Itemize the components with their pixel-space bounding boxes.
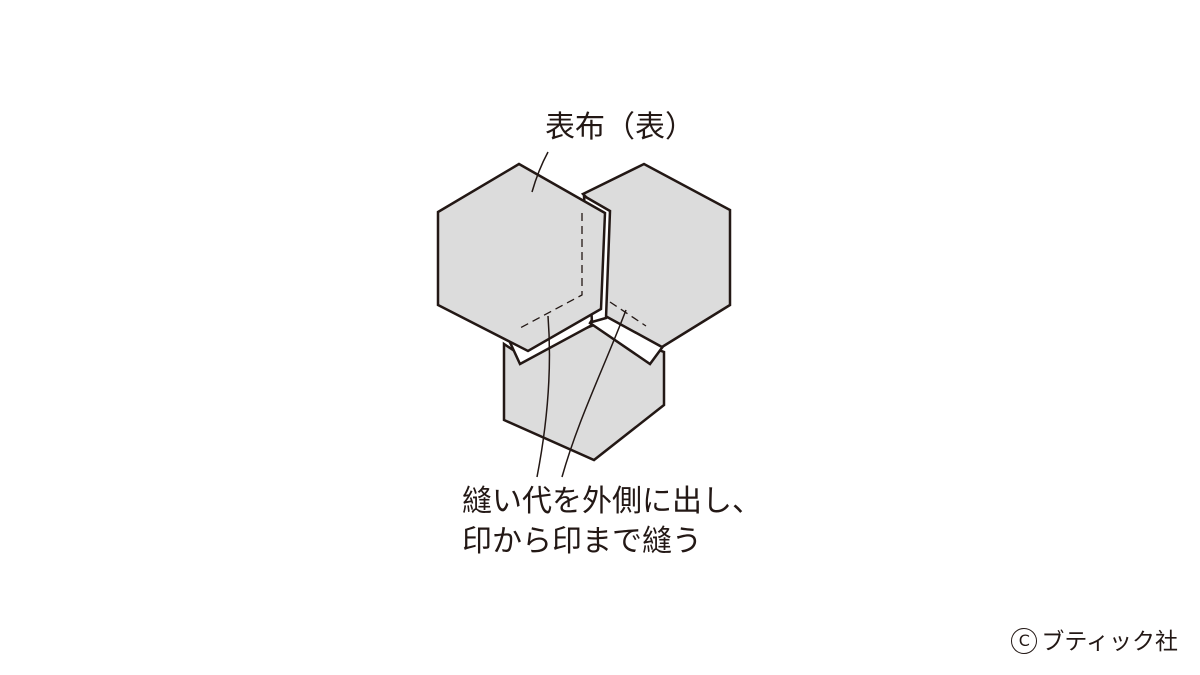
- copyright-text: ブティック社: [1041, 629, 1178, 655]
- leader-line-bottom-right: [561, 309, 627, 478]
- left-hexagon: [436, 162, 607, 353]
- leader-line-top: [531, 151, 549, 193]
- sewing-instruction-label: 縫い代を外側に出し、 印から印まで縫う: [462, 482, 762, 562]
- copyright-icon: C: [1011, 627, 1038, 654]
- stitch-line-right: [609, 301, 647, 327]
- outer-fabric-label: 表布（表）: [545, 110, 695, 145]
- instruction-line-1: 縫い代を外側に出し、: [462, 484, 762, 519]
- stitch-line-left: [519, 213, 583, 329]
- leader-line-bottom-left: [536, 315, 551, 478]
- instruction-line-2: 印から印まで縫う: [462, 524, 702, 559]
